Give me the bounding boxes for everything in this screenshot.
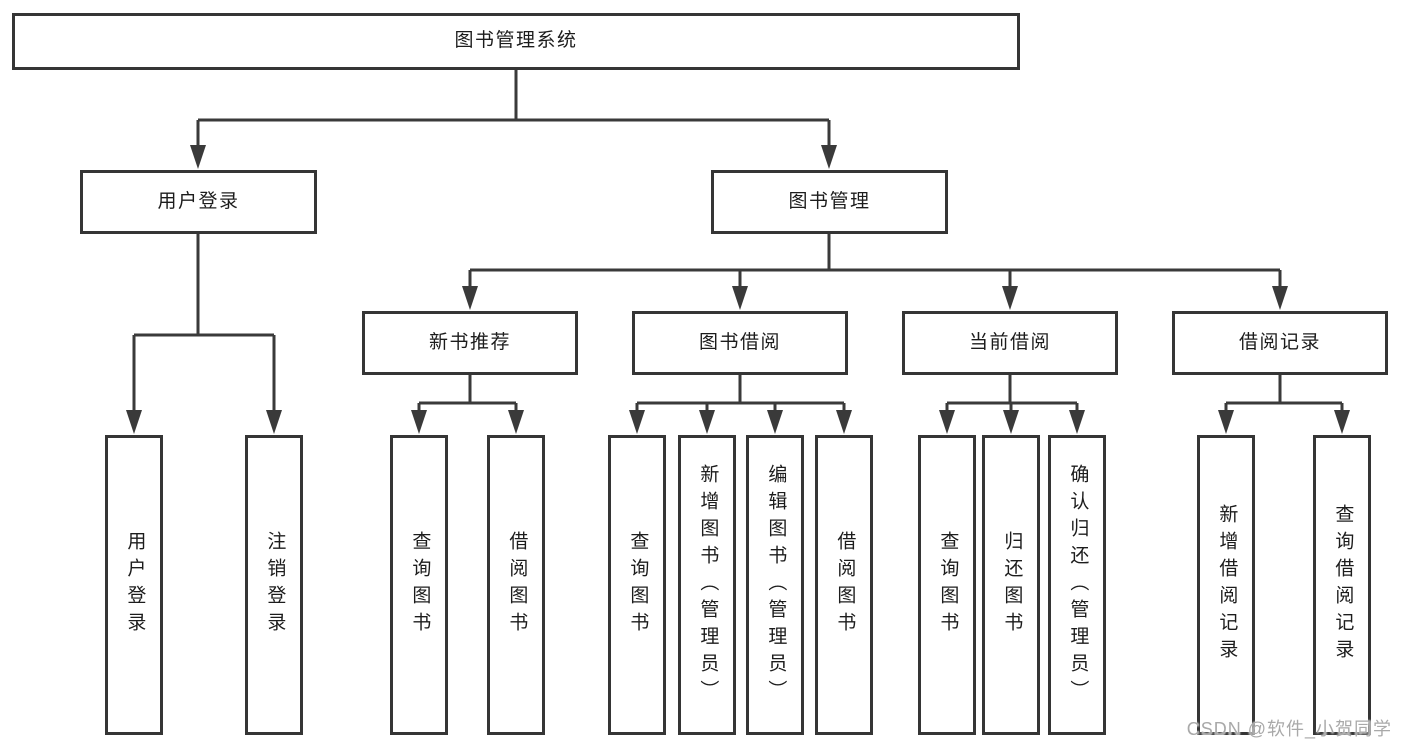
node-user-login: 用户登录 xyxy=(80,170,317,234)
arrowheads xyxy=(126,145,1350,434)
leaf-query-books-current: 查询图书 xyxy=(918,435,976,735)
node-current-borrow: 当前借阅 xyxy=(902,311,1118,375)
leaf-query-books-borrow: 查询图书 xyxy=(608,435,666,735)
leaf-borrow-books-recommend: 借阅图书 xyxy=(487,435,545,735)
leaf-logout-login: 注销登录 xyxy=(245,435,303,735)
leaf-return-books: 归还图书 xyxy=(982,435,1040,735)
leaf-borrow-books: 借阅图书 xyxy=(815,435,873,735)
leaf-query-borrow-record: 查询借阅记录 xyxy=(1313,435,1371,735)
node-new-book-recommend: 新书推荐 xyxy=(362,311,578,375)
node-book-management: 图书管理 xyxy=(711,170,948,234)
node-system-root: 图书管理系统 xyxy=(12,13,1020,70)
watermark: CSDN @软件_小贺同学 xyxy=(1186,719,1392,739)
node-book-borrow: 图书借阅 xyxy=(632,311,848,375)
leaf-edit-books-admin: 编辑图书（管理员） xyxy=(746,435,804,735)
leaf-add-books-admin: 新增图书（管理员） xyxy=(678,435,736,735)
leaf-user-login: 用户登录 xyxy=(105,435,163,735)
leaf-add-borrow-record: 新增借阅记录 xyxy=(1197,435,1255,735)
leaf-confirm-return-admin: 确认归还（管理员） xyxy=(1048,435,1106,735)
leaf-query-books-recommend: 查询图书 xyxy=(390,435,448,735)
node-borrow-records: 借阅记录 xyxy=(1172,311,1388,375)
